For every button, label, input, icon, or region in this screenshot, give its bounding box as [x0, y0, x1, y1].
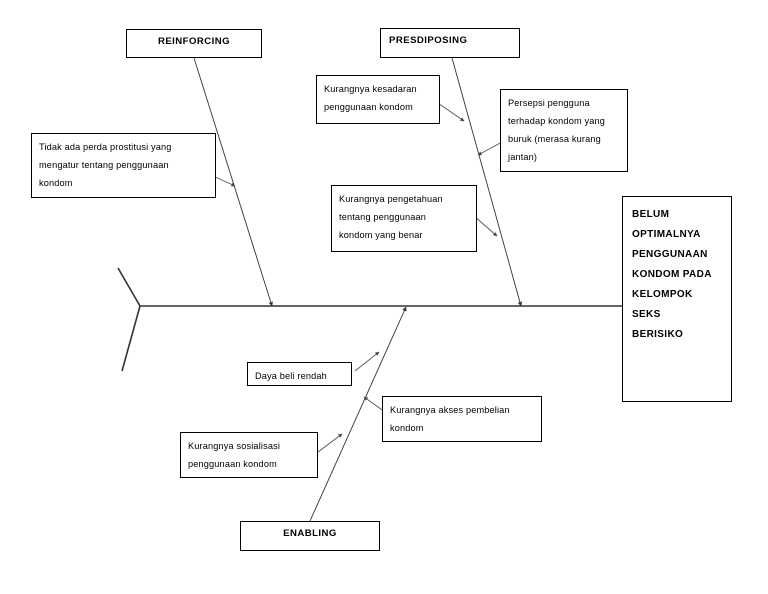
category-box-reinforcing: REINFORCING: [126, 29, 262, 58]
cause-box-cause-kurangnya-kesadaran: Kurangnya kesadaran penggunaan kondom: [316, 75, 440, 124]
spine-tail-upper: [117, 267, 141, 307]
cause-box-cause-daya-beli-rendah: Daya beli rendah: [247, 362, 352, 386]
connector-cause-daya-beli-rendah: [354, 351, 380, 372]
spine-tail-lower: [121, 305, 141, 372]
category-box-enabling: ENABLING: [240, 521, 380, 551]
cause-box-cause-kurangnya-sosialisasi: Kurangnya sosialisasi penggunaan kondom: [180, 432, 318, 478]
effect-box: BELUM OPTIMALNYA PENGGUNAAN KONDOM PADA …: [622, 196, 732, 402]
spine-group: [117, 267, 622, 372]
cause-box-cause-kurangnya-pengetahuan: Kurangnya pengetahuan tentang penggunaan…: [331, 185, 477, 252]
cause-box-cause-tidak-ada-perda: Tidak ada perda prostitusi yang mengatur…: [31, 133, 216, 198]
connector-cause-kurangnya-sosialisasi: [313, 433, 343, 456]
cause-box-cause-kurangnya-akses: Kurangnya akses pembelian kondom: [382, 396, 542, 442]
cause-box-cause-persepsi-pengguna: Persepsi pengguna terhadap kondom yang b…: [500, 89, 628, 172]
category-box-presdiposing: PRESDIPOSING: [380, 28, 520, 58]
connector-cause-kurangnya-pengetahuan: [473, 215, 498, 237]
